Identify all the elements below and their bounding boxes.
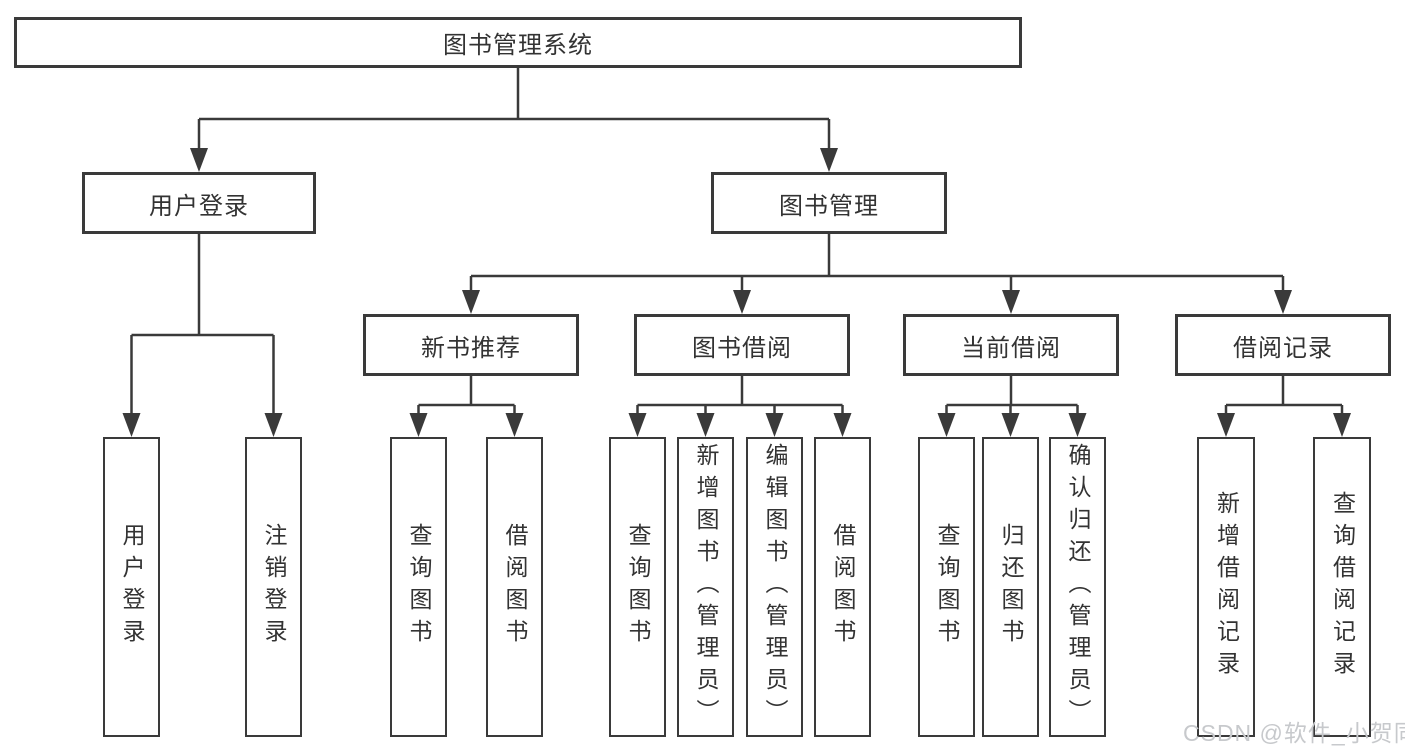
- arrowhead: [122, 413, 141, 437]
- leaf-label: 确认归还（管理员）: [1065, 443, 1091, 731]
- connector-book-borrowing-to-leaves: [636, 376, 844, 417]
- arrowhead: [409, 413, 428, 437]
- arrowhead: [833, 413, 852, 437]
- arrowhead: [628, 413, 647, 437]
- leaf-label: 用户登录: [119, 523, 145, 651]
- node-current-borrowing: 当前借阅: [903, 314, 1119, 376]
- node-new-book-recommend: 新书推荐: [363, 314, 579, 376]
- csdn-watermark: CSDN @软件_小贺同学: [1183, 720, 1405, 746]
- connector-borrow-records-to-leaves: [1224, 376, 1344, 417]
- arrowhead: [733, 290, 751, 314]
- leaf-label: 注销登录: [261, 523, 287, 651]
- leaf-recommend-borrow-books: 借阅图书: [486, 437, 543, 737]
- leaf-current-confirm-return-admin: 确认归还（管理员）: [1049, 437, 1106, 737]
- node-user-login: 用户登录: [82, 172, 316, 234]
- leaf-records-query-record: 查询借阅记录: [1313, 437, 1371, 737]
- leaf-label: 查询图书: [934, 523, 960, 651]
- leaf-borrowing-query-books: 查询图书: [609, 437, 666, 737]
- leaf-logout: 注销登录: [245, 437, 302, 737]
- leaf-label: 查询借阅记录: [1329, 491, 1356, 683]
- leaf-borrowing-borrow-books: 借阅图书: [814, 437, 871, 737]
- node-book-borrowing: 图书借阅: [634, 314, 850, 376]
- arrowhead: [1333, 413, 1351, 437]
- leaf-label: 编辑图书（管理员）: [762, 443, 788, 731]
- leaf-borrowing-edit-books-admin: 编辑图书（管理员）: [746, 437, 803, 737]
- arrowhead: [505, 413, 524, 437]
- arrowhead: [937, 413, 956, 437]
- arrowhead: [1217, 413, 1235, 437]
- arrowhead: [1002, 290, 1020, 314]
- arrowhead: [190, 148, 208, 172]
- leaf-label: 借阅图书: [830, 523, 856, 651]
- arrowhead: [765, 413, 784, 437]
- node-book-management: 图书管理: [711, 172, 947, 234]
- leaf-label: 新增借阅记录: [1213, 491, 1240, 683]
- connector-user-login-to-leaves: [130, 234, 275, 417]
- leaf-current-query-books: 查询图书: [918, 437, 975, 737]
- leaf-user-login: 用户登录: [103, 437, 160, 737]
- connector-root-to-level2: [197, 68, 831, 152]
- arrowhead: [1068, 413, 1087, 437]
- arrowhead: [1274, 290, 1292, 314]
- connector-current-borrowing-to-leaves: [945, 376, 1079, 417]
- connector-book-management-to-level3: [469, 234, 1285, 294]
- connector-new-book-recommend-to-leaves: [417, 376, 516, 417]
- node-library-management-system: 图书管理系统: [14, 17, 1022, 68]
- arrowhead: [462, 290, 480, 314]
- leaf-label: 查询图书: [625, 523, 651, 651]
- leaf-label: 借阅图书: [502, 523, 528, 651]
- leaf-recommend-query-books: 查询图书: [390, 437, 447, 737]
- arrowhead: [696, 413, 715, 437]
- leaf-label: 查询图书: [406, 523, 432, 651]
- arrowhead: [820, 148, 838, 172]
- leaf-label: 归还图书: [998, 523, 1024, 651]
- arrowhead: [1001, 413, 1020, 437]
- node-borrow-records: 借阅记录: [1175, 314, 1391, 376]
- leaf-borrowing-add-books-admin: 新增图书（管理员）: [677, 437, 734, 737]
- arrowhead: [264, 413, 283, 437]
- leaf-label: 新增图书（管理员）: [693, 443, 719, 731]
- leaf-current-return-books: 归还图书: [982, 437, 1039, 737]
- leaf-records-add-record: 新增借阅记录: [1197, 437, 1255, 737]
